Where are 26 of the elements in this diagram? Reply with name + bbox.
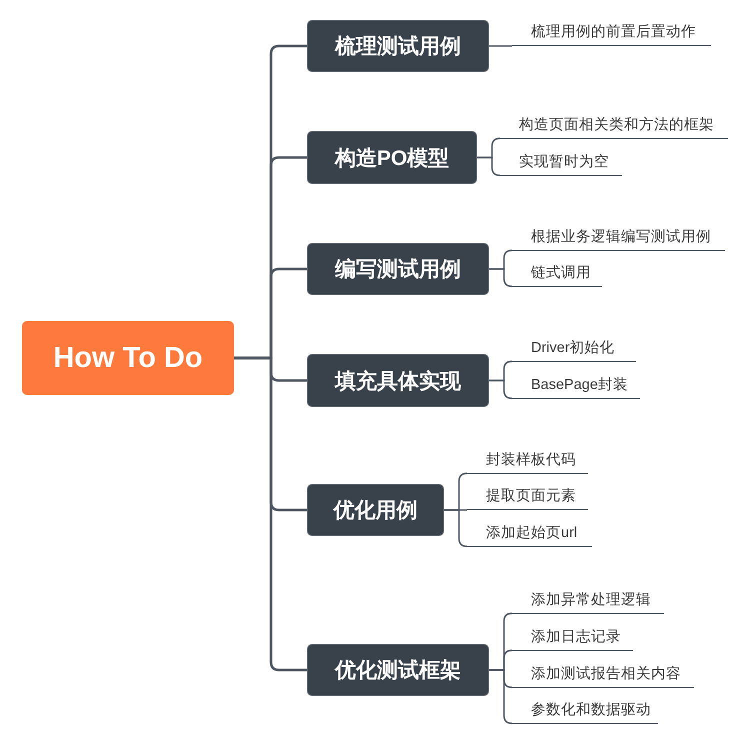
subtopic-item: Driver初始化 [512, 332, 636, 362]
subtopic-item: 梳理用例的前置后置动作 [512, 16, 711, 46]
central-topic-box: How To Do [22, 321, 234, 395]
subtopic-item: 构造页面相关类和方法的框架 [500, 109, 728, 139]
subtopic-item: 添加起始页url [467, 517, 592, 547]
connector-line [489, 268, 513, 288]
subtopic-item: BasePage封装 [512, 369, 640, 399]
topic-box: 优化用例 [307, 484, 444, 536]
connector-line [489, 45, 512, 47]
subtopic-item: 根据业务逻辑编写测试用例 [512, 221, 725, 251]
subtopic-item: 添加测试报告相关内容 [512, 658, 694, 688]
subtopic-item: 链式调用 [512, 257, 602, 287]
topic-box: 编写测试用例 [307, 243, 489, 295]
topic-box: 填充具体实现 [307, 354, 489, 407]
subtopic-item: 提取页面元素 [467, 480, 588, 510]
topic-box: 构造PO模型 [307, 131, 477, 184]
topic-box: 梳理测试用例 [307, 20, 489, 72]
subtopic-item: 实现暂时为空 [500, 146, 622, 176]
connector-line [489, 380, 513, 400]
subtopic-item: 参数化和数据驱动 [512, 694, 658, 724]
subtopic-item: 添加异常处理逻辑 [512, 584, 664, 614]
connector-line [477, 156, 501, 176]
connector-line [234, 356, 307, 672]
subtopic-item: 添加日志记录 [512, 621, 633, 651]
topic-box: 优化测试框架 [307, 644, 489, 696]
subtopic-item: 封装样板代码 [467, 444, 588, 474]
